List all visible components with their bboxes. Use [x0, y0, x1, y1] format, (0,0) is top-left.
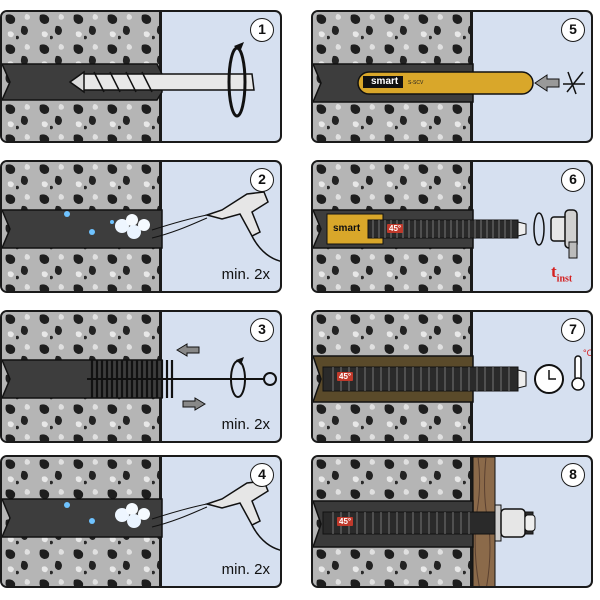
- fastening-illustration: [313, 457, 536, 586]
- angle-label: 45°: [337, 372, 354, 381]
- capsule-code: S-SCV: [408, 80, 424, 86]
- install-time-label: tinst: [551, 262, 573, 285]
- push-arrow-icon: [176, 343, 206, 411]
- step-number: 7: [561, 318, 585, 342]
- blow-out-illustration: [2, 162, 280, 291]
- rotate-arrow-icon: [533, 212, 545, 246]
- nut-washer: [494, 504, 536, 542]
- blow-out-illustration: [2, 457, 280, 586]
- step-number: 8: [561, 463, 585, 487]
- capsule-brand: smart: [371, 76, 399, 87]
- air-blower-icon: [151, 480, 280, 551]
- step-number: 4: [250, 463, 274, 487]
- brush-icon: [87, 360, 277, 398]
- step-number: 1: [250, 18, 274, 42]
- step-number: 3: [250, 318, 274, 342]
- angle-label: 45°: [337, 517, 354, 526]
- push-arrow-icon: [534, 74, 560, 92]
- drill-icon: [550, 209, 578, 259]
- dust-cloud: [64, 502, 150, 528]
- threaded-rod: [322, 511, 534, 535]
- rotate-arrow-icon: [227, 42, 247, 118]
- angle-label: 45°: [387, 224, 404, 233]
- capsule-brand: smart: [333, 223, 361, 234]
- threaded-rod: [367, 219, 527, 239]
- air-blower-icon: [151, 191, 280, 262]
- clock-icon: [534, 364, 564, 394]
- repeat-count: min. 2x: [221, 416, 270, 433]
- drill-icon: [68, 70, 255, 94]
- curing-illustration: [313, 312, 585, 441]
- step-panel-2: 2 min. 2x: [0, 160, 282, 293]
- temp-unit: °C: [583, 348, 593, 358]
- concrete-drilling-illustration: [2, 12, 255, 141]
- step-number: 2: [250, 168, 274, 192]
- brushing-illustration: [2, 312, 277, 441]
- step-panel-1: 1: [0, 10, 282, 143]
- step-panel-6: smart 45° tinst 6: [311, 160, 593, 293]
- thermometer-icon: [571, 355, 585, 391]
- dust-cloud: [64, 211, 150, 239]
- repeat-count: min. 2x: [221, 561, 270, 578]
- step-number: 6: [561, 168, 585, 192]
- no-rotate-icon: [563, 71, 585, 95]
- rotate-arrow-icon: [230, 357, 246, 398]
- step-panel-4: 4 min. 2x: [0, 455, 282, 588]
- capsule-insertion-illustration: [313, 12, 585, 141]
- step-panel-8: 45° 8: [311, 455, 593, 588]
- step-panel-7: 45° °C 7: [311, 310, 593, 443]
- step-number: 5: [561, 18, 585, 42]
- threaded-rod: [322, 366, 527, 392]
- repeat-count: min. 2x: [221, 266, 270, 283]
- step-panel-5: smart S-SCV 5: [311, 10, 593, 143]
- step-panel-3: 3 min. 2x: [0, 310, 282, 443]
